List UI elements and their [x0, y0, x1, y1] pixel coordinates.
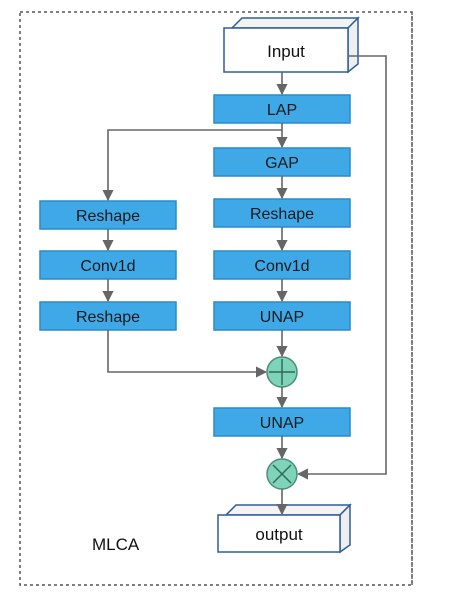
diagram-caption: MLCA: [92, 535, 140, 554]
output-label: output: [255, 525, 303, 544]
multiply-operator-icon: [266, 458, 298, 490]
reshape-left-bottom-label: Reshape: [76, 309, 140, 326]
output-block: output: [217, 503, 352, 554]
arrow-lap-branch-to-left: [102, 129, 282, 202]
gap-block: GAP: [213, 147, 351, 177]
reshape-left-top-label: Reshape: [76, 208, 140, 225]
conv1d-right-block: Conv1d: [213, 250, 351, 280]
outer-frame: [19, 11, 413, 586]
reshape-left-top-block: Reshape: [39, 200, 177, 230]
gap-label: GAP: [265, 155, 299, 172]
unap-right-block: UNAP: [213, 301, 351, 331]
unap-right-label: UNAP: [260, 309, 304, 326]
reshape-left-bottom-block: Reshape: [39, 301, 177, 331]
arrow-input-skip-to-multiply: [296, 55, 387, 480]
lap-label: LAP: [267, 102, 297, 119]
conv1d-left-label: Conv1d: [80, 258, 135, 275]
unap-after-add-label: UNAP: [260, 415, 304, 432]
arrow-left-reshape-to-add: [107, 330, 268, 378]
input-label: Input: [267, 42, 305, 61]
lap-block: LAP: [213, 94, 351, 124]
reshape-right-block: Reshape: [213, 198, 351, 228]
conv1d-left-block: Conv1d: [39, 250, 177, 280]
connectors: [102, 55, 387, 516]
unap-after-add-block: UNAP: [213, 407, 351, 437]
reshape-right-label: Reshape: [250, 206, 314, 223]
conv1d-right-label: Conv1d: [254, 258, 309, 275]
input-block: Input: [223, 16, 360, 74]
add-operator-icon: [266, 356, 298, 388]
